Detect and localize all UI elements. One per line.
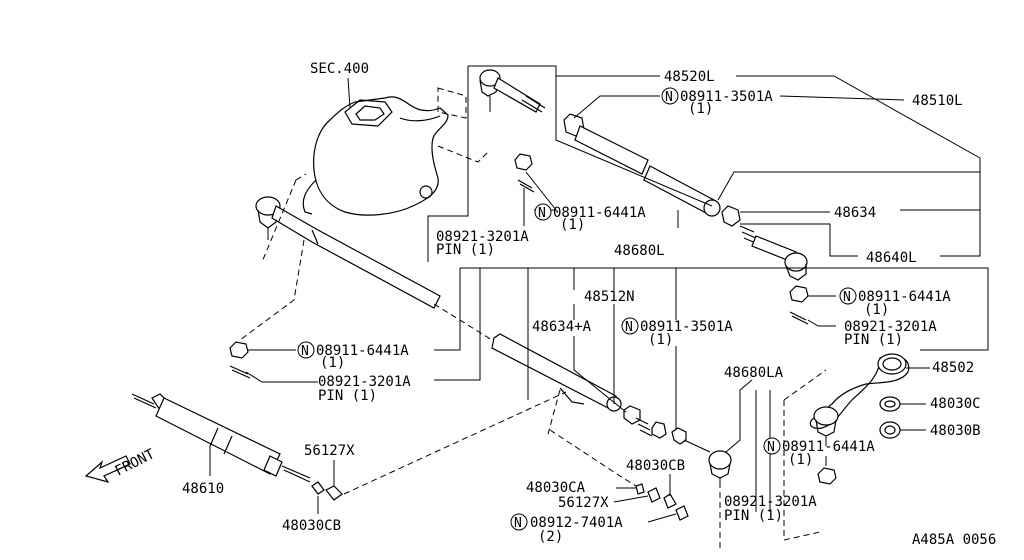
label-08921-3201A-b: 08921-3201A — [844, 319, 937, 335]
n-mark: N — [538, 206, 546, 221]
label-08911-6441A-c: 08911-6441A — [316, 343, 409, 359]
washers-48030 — [879, 396, 901, 439]
label-qty-08911-6441A-c: (1) — [320, 355, 345, 371]
leader-lines — [209, 65, 989, 523]
housing-sec400 — [302, 96, 449, 216]
label-48510L: 48510L — [912, 93, 963, 109]
n-mark: N — [514, 516, 522, 531]
label-48030C: 48030C — [930, 396, 981, 412]
label-08911-3501A-mid: 08911-3501A — [640, 319, 733, 335]
tie-rod-end-upper — [479, 69, 546, 113]
tie-rod-end-48640L — [739, 225, 809, 325]
label-qty-08911-6441A-a: (1) — [560, 217, 585, 233]
label-48502: 48502 — [932, 360, 974, 376]
dashed-guides — [239, 87, 827, 548]
label-48030CA: 48030CA — [526, 480, 586, 496]
label-qty-08911-6441A-d: (1) — [788, 452, 813, 468]
label-48030B: 48030B — [930, 423, 981, 439]
part-labels: SEC.400 48520L 08911-3501A (1) 48510L 08… — [113, 61, 997, 548]
label-48634A: 48634+A — [532, 319, 592, 335]
label-08911-6441A-b: 08911-6441A — [858, 289, 951, 305]
nut-pin-upper — [514, 153, 535, 193]
front-arrow — [84, 455, 131, 484]
figure-code: A485A 0056 — [912, 532, 996, 548]
cross-rod-48512N — [491, 333, 711, 453]
label-08921-3201A-d: 08921-3201A — [724, 494, 817, 510]
label-56127X-a: 56127X — [304, 443, 355, 459]
label-56127X-b: 56127X — [558, 495, 609, 511]
label-48680LA: 48680LA — [724, 365, 784, 381]
label-08911-6441A-a: 08911-6441A — [553, 205, 646, 221]
pitman-arm-48502 — [809, 353, 910, 485]
label-08911-6441A-d: 08911-6441A — [782, 439, 875, 455]
label-48640L: 48640L — [866, 250, 917, 266]
label-48634: 48634 — [834, 205, 876, 221]
label-48030CB-b: 48030CB — [626, 458, 685, 474]
steering-damper-48610 — [131, 393, 343, 501]
label-08911-3501A-top: 08911-3501A — [680, 89, 773, 105]
ball-joint-48680LA — [708, 450, 732, 488]
n-mark: N — [767, 440, 775, 455]
label-48680L: 48680L — [614, 243, 665, 259]
label-48512N: 48512N — [584, 289, 635, 305]
label-qty-08912-7401A: (2) — [538, 529, 563, 545]
n-mark: N — [625, 320, 633, 335]
hardware-bottom — [635, 483, 689, 521]
label-qty-08911-3501A-mid: (1) — [648, 332, 673, 348]
label-front: FRONT — [113, 446, 158, 480]
label-08921-3201A-a: 08921-3201A — [436, 229, 529, 245]
label-sec400: SEC.400 — [310, 61, 369, 77]
n-mark: N — [843, 290, 851, 305]
label-qty-08911-3501A-top: (1) — [688, 101, 713, 117]
label-pin-c: PIN (1) — [318, 388, 377, 404]
tie-rod-left — [255, 196, 441, 309]
label-48520L: 48520L — [664, 69, 715, 85]
label-48030CB-a: 48030CB — [282, 518, 341, 534]
n-mark: N — [665, 90, 673, 105]
nut-pin-left — [229, 341, 251, 379]
n-mark: N — [301, 344, 309, 359]
label-pin-b: PIN (1) — [844, 332, 903, 348]
label-qty-08911-6441A-b: (1) — [864, 302, 889, 318]
label-pin-a: PIN (1) — [436, 242, 495, 258]
n-marks: N N N N N N N — [297, 87, 857, 531]
label-pin-d: PIN (1) — [724, 508, 783, 524]
label-08921-3201A-c: 08921-3201A — [318, 374, 411, 390]
label-08912-7401A: 08912-7401A — [530, 515, 623, 531]
label-48610: 48610 — [182, 481, 224, 497]
